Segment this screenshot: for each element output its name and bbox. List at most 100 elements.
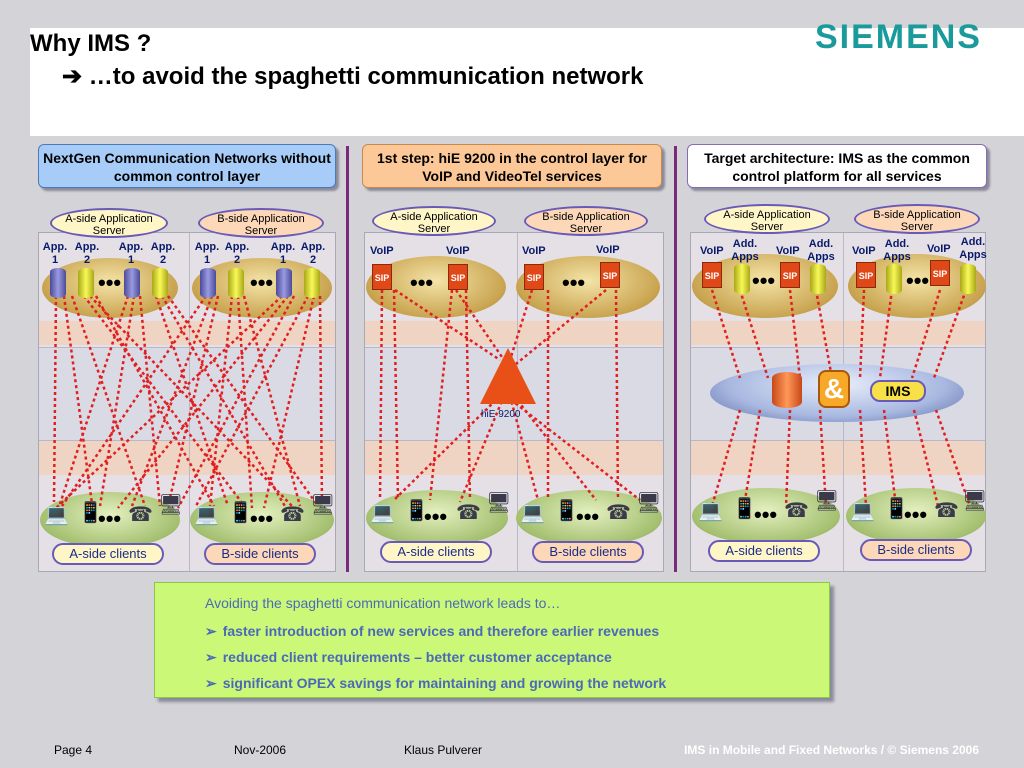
database-icon [810, 264, 826, 294]
voip-label: VoIP [596, 244, 620, 256]
b-side-server-badge: B-side Application Server [198, 208, 324, 238]
ellipsis: ••• [562, 270, 586, 295]
app-label: App. 2 [224, 241, 250, 266]
voip-label: VoIP [700, 245, 724, 257]
a-side-clients-label: A-side clients [708, 540, 820, 562]
voip-label: VoIP [446, 245, 470, 257]
footer-date: Nov-2006 [234, 743, 287, 757]
database-icon [78, 268, 94, 298]
database-icon [124, 268, 140, 298]
laptop-icon: 💻 [194, 504, 219, 526]
footer-page: Page 4 [54, 743, 93, 757]
desktop-icon: 🖥 [636, 492, 662, 514]
desktop-icon: 🖥 [486, 492, 512, 514]
database-icon [734, 264, 750, 294]
b-side-clients-label: B-side clients [532, 541, 644, 563]
phone-icon: ☎ [280, 504, 305, 526]
phone-icon: ☎ [784, 500, 809, 522]
sip-server-icon: SIP [780, 262, 800, 288]
benefit-bullet: ➢reduced client requirements – better cu… [205, 649, 612, 665]
benefit-bullet: ➢significant OPEX savings for maintainin… [205, 675, 667, 691]
laptop-icon: 💻 [44, 504, 69, 526]
sip-server-icon: SIP [600, 262, 620, 288]
app-label: App. 1 [118, 241, 144, 266]
sip-server-icon: SIP [448, 264, 468, 290]
b-side-clients-plate [190, 492, 334, 548]
database-icon [200, 268, 216, 298]
column-heading-first-step: 1st step: hiE 9200 in the control layer … [362, 144, 662, 188]
laptop-icon: 💻 [520, 502, 545, 524]
callout-heading: Avoiding the spaghetti communication net… [205, 595, 561, 611]
desktop-icon: 🖥 [814, 490, 840, 512]
voip-label: VoIP [927, 243, 951, 255]
b-side-clients-plate [516, 490, 662, 546]
app-label: App. 1 [270, 241, 296, 266]
app-label: App. 1 [194, 241, 220, 266]
b-side-clients-plate [846, 488, 986, 544]
ellipsis: ••• [752, 268, 776, 293]
ellipsis: ••• [904, 502, 928, 527]
a-side-server-badge: A-side Application Server [704, 204, 830, 234]
pda-icon: 📱 [554, 500, 579, 522]
sip-server-icon: SIP [372, 264, 392, 290]
sip-server-icon: SIP [930, 260, 950, 286]
voip-label: VoIP [370, 245, 394, 257]
add-apps-label: Add. Apps [731, 238, 759, 263]
database-icon [152, 268, 168, 298]
bullet-arrow-icon: ➢ [205, 623, 217, 639]
add-apps-label: Add. Apps [959, 236, 987, 261]
column-divider [674, 146, 677, 572]
footer-copyright: IMS in Mobile and Fixed Networks / © Sie… [684, 743, 979, 757]
page-subtitle: ➔ …to avoid the spaghetti communication … [62, 63, 644, 90]
voip-label: VoIP [776, 245, 800, 257]
b-side-server-badge: B-side Application Server [524, 206, 648, 236]
pda-icon: 📱 [884, 498, 909, 520]
hie-9200-label: hiE 9200 [481, 409, 521, 420]
desktop-icon: 🖥 [962, 490, 988, 512]
ellipsis: ••• [424, 504, 448, 529]
app-label: App. 2 [300, 241, 326, 266]
sip-server-icon: SIP [856, 262, 876, 288]
bullet-arrow-icon: ➢ [205, 649, 217, 665]
add-apps-label: Add. Apps [807, 238, 835, 263]
a-side-clients-plate [40, 492, 180, 548]
a-side-clients-label: A-side clients [52, 543, 164, 565]
database-icon [304, 268, 320, 298]
ellipsis: ••• [576, 504, 600, 529]
header-area [30, 28, 1024, 136]
sip-server-icon: SIP [524, 264, 544, 290]
ellipsis: ••• [98, 506, 122, 531]
pda-icon: 📱 [78, 502, 103, 524]
a-side-clients-plate [366, 490, 508, 546]
voip-label: VoIP [522, 245, 546, 257]
sip-server-icon: SIP [702, 262, 722, 288]
ellipsis: ••• [410, 270, 434, 295]
a-side-clients-label: A-side clients [380, 541, 492, 563]
database-icon [886, 264, 902, 294]
a-side-clients-plate [692, 488, 840, 544]
ims-label: IMS [870, 380, 926, 402]
pda-icon: 📱 [732, 498, 757, 520]
app-label: App. 2 [74, 241, 100, 266]
phone-icon: ☎ [606, 502, 631, 524]
hie-9200-switch-icon [480, 348, 536, 404]
a-side-server-badge: A-side Application Server [372, 206, 496, 236]
ellipsis: ••• [906, 268, 930, 293]
b-side-clients-label: B-side clients [860, 539, 972, 561]
pda-icon: 📱 [228, 502, 253, 524]
voip-label: VoIP [852, 245, 876, 257]
phone-icon: ☎ [456, 502, 481, 524]
add-apps-label: Add. Apps [883, 238, 911, 263]
ellipsis: ••• [250, 270, 274, 295]
laptop-icon: 💻 [850, 500, 875, 522]
database-icon [228, 268, 244, 298]
bullet-arrow-icon: ➢ [205, 675, 217, 691]
database-icon [960, 264, 976, 294]
page-title: Why IMS ? [30, 30, 152, 57]
column-heading-target: Target architecture: IMS as the common c… [687, 144, 987, 188]
app-label: App. 1 [42, 241, 68, 266]
a-side-server-badge: A-side Application Server [50, 208, 168, 238]
pda-icon: 📱 [404, 500, 429, 522]
database-icon [276, 268, 292, 298]
